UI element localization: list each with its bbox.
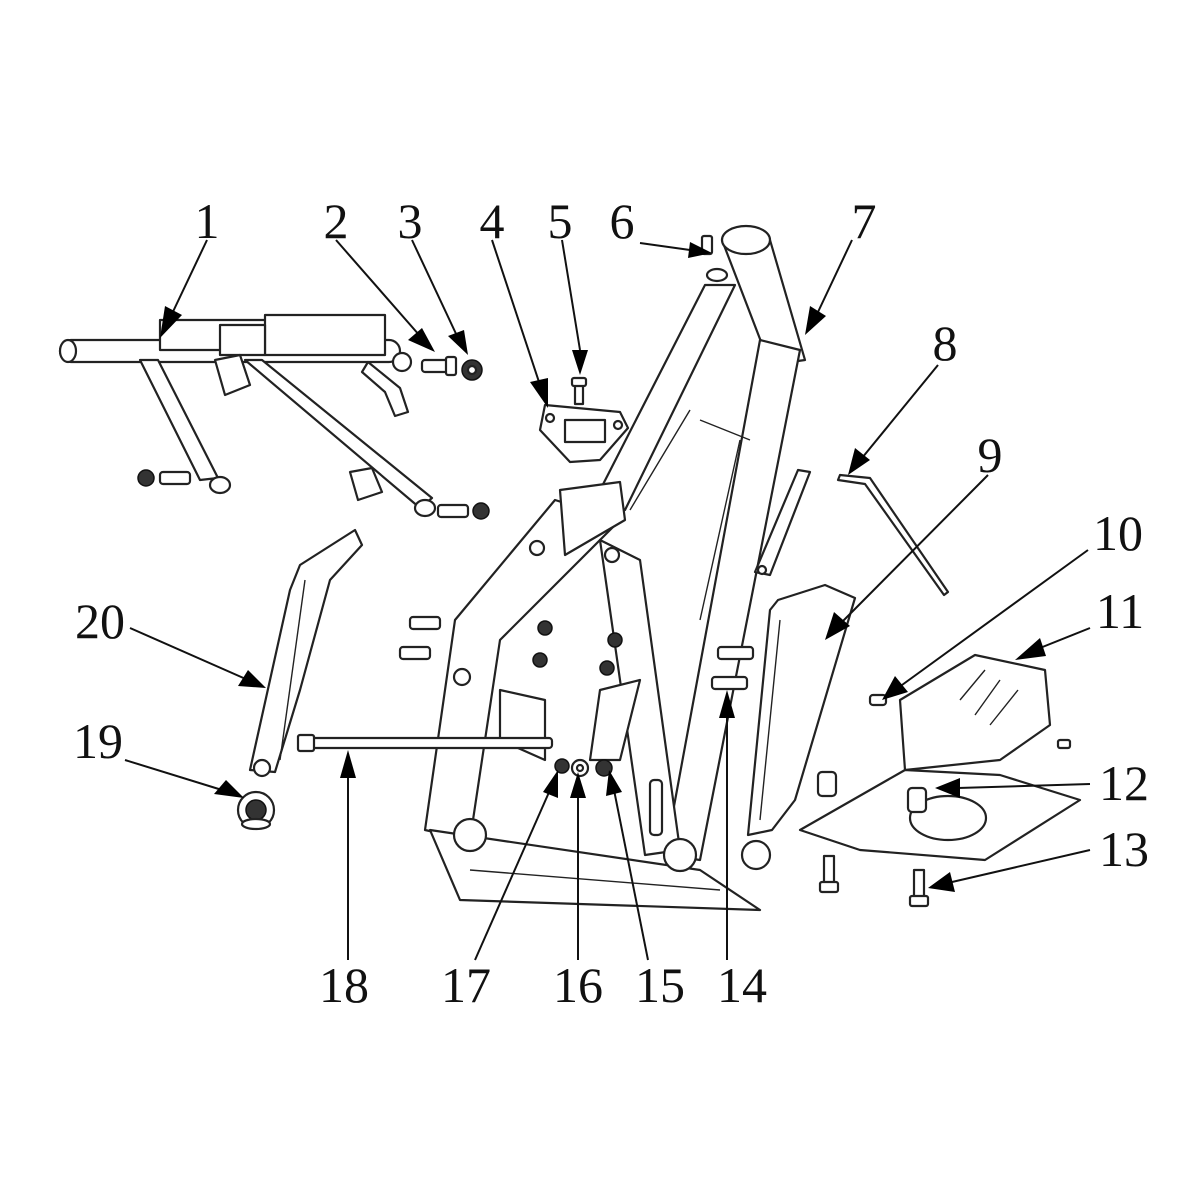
part-roller-19 [236,790,276,831]
part-axle-18 [296,733,554,753]
frame-strap [753,468,812,577]
part-washer-16 [570,758,590,778]
arrowheads [160,242,1046,892]
part-nut-15 [595,759,613,777]
part-main-frame [423,224,807,912]
callout-5: 5 [548,193,573,249]
part-nut-17 [554,758,570,774]
part-rod-8 [836,473,950,597]
part-bracket-4 [538,403,630,464]
callout-10: 10 [1093,505,1143,561]
part-bolt-5 [570,376,588,406]
part-chain-slider-20 [248,528,364,778]
part-spacer-12 [816,770,928,814]
part-skid-plate-11 [798,653,1082,862]
part-bolt-14 [710,645,755,691]
callout-7: 7 [852,193,877,249]
callout-labels: 1 2 3 4 5 6 7 8 9 10 11 12 13 14 15 16 1… [73,193,1149,1013]
subframe-fasteners [137,469,490,520]
part-nut-3 [461,359,483,381]
part-bolt-13 [818,854,930,908]
callout-6: 6 [610,193,635,249]
part-rear-subframe [58,313,437,518]
frame-bolts-left [398,615,442,661]
callout-19: 19 [73,713,123,769]
callout-11: 11 [1096,583,1144,639]
part-side-cover-9 [740,583,857,871]
callout-9: 9 [978,427,1003,483]
callout-18: 18 [319,957,369,1013]
callout-2: 2 [324,193,349,249]
callout-4: 4 [480,193,505,249]
callout-12: 12 [1099,755,1149,811]
callout-15: 15 [635,957,685,1013]
callout-14: 14 [717,957,767,1013]
callout-1: 1 [195,193,220,249]
leader-lines [124,239,1091,961]
callout-17: 17 [441,957,491,1013]
frame-nuts [532,620,623,676]
part-bolt-10 [868,693,888,707]
part-bolt-2 [420,355,458,377]
callout-13: 13 [1099,821,1149,877]
callout-3: 3 [398,193,423,249]
callout-16: 16 [553,957,603,1013]
callout-20: 20 [75,593,125,649]
callout-8: 8 [933,315,958,371]
